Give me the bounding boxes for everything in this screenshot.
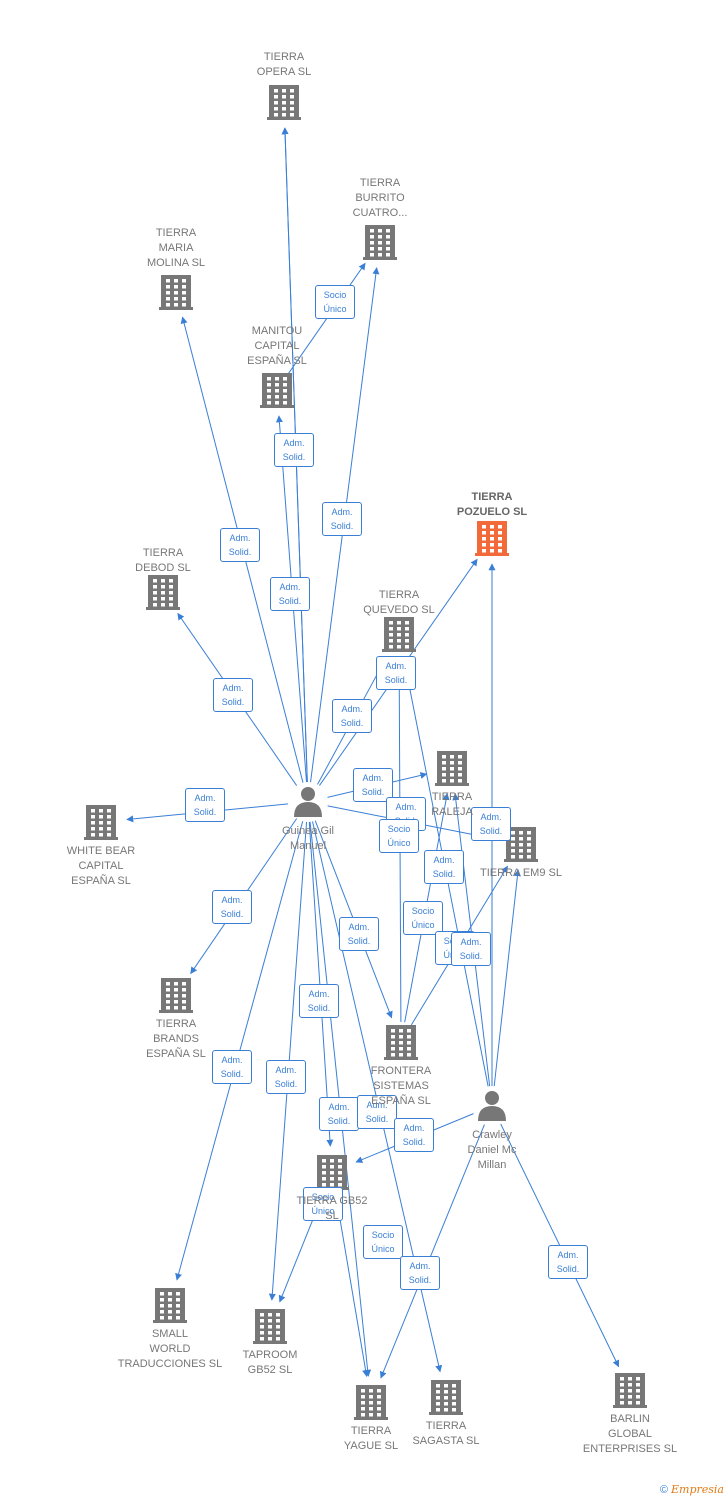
brand-logo[interactable]: Empresia [671, 1483, 724, 1496]
building-icon-frontera[interactable] [384, 1025, 418, 1060]
node-label-small[interactable]: SMALL WORLD TRADUCCIONES SL [117, 1328, 223, 1370]
node-label-maria[interactable]: TIERRA MARIA MOLINA SL [146, 227, 206, 269]
edge-label-guinea-small[interactable]: Adm. Solid. [212, 1050, 252, 1084]
node-label-gb52[interactable]: TIERRA GB52 SL [296, 1195, 368, 1222]
edge-crawley-em9 [493, 869, 521, 1087]
building-icon-opera[interactable] [267, 85, 301, 120]
edge-label-crawley-gb52[interactable]: Adm. Solid. [394, 1118, 434, 1152]
edge-label-guinea-quevedo[interactable]: Adm. Solid. [332, 699, 372, 733]
edge-label-crawley-quevedo[interactable]: Adm. Solid. [424, 850, 464, 884]
node-label-brands[interactable]: TIERRA BRANDS ESPAÑA SL [146, 1018, 206, 1060]
node-label-barlin[interactable]: BARLIN GLOBAL ENTERPRISES SL [582, 1413, 678, 1455]
edge-label-frontera-raleja[interactable]: Socio Único [403, 901, 443, 935]
person-icon-crawley[interactable] [478, 1091, 506, 1121]
edge-label-guinea-manitou[interactable]: Adm. Solid. [274, 433, 314, 467]
edge-label-gb52-yague[interactable]: Socio Único [363, 1225, 403, 1259]
building-icon-raleja[interactable] [435, 751, 469, 786]
node-label-em9[interactable]: TIERRA EM9 SL [480, 867, 562, 879]
building-icon-gb52[interactable] [315, 1155, 349, 1190]
edge-label-guinea-yague[interactable]: Adm. Solid. [319, 1097, 359, 1131]
edge-label-guinea-pozuelo[interactable]: Adm. Solid. [376, 656, 416, 690]
edge-label-crawley-yague[interactable]: Adm. Solid. [400, 1256, 440, 1290]
building-icon-em9[interactable] [504, 827, 538, 862]
building-icon-brands[interactable] [159, 978, 193, 1013]
edges-layer [126, 127, 620, 1379]
footer: © Empresia [660, 1483, 724, 1496]
copyright-symbol: © [659, 1484, 668, 1496]
building-icon-whitebear[interactable] [84, 805, 118, 840]
edge-label-crawley-raleja[interactable]: Adm. Solid. [451, 932, 491, 966]
node-label-whitebear[interactable]: WHITE BEAR CAPITAL ESPAÑA SL [66, 845, 136, 887]
edge-label-guinea-debod[interactable]: Adm. Solid. [213, 678, 253, 712]
edge-label-guinea-brands[interactable]: Adm. Solid. [212, 890, 252, 924]
edge-label-guinea-burrito[interactable]: Adm. Solid. [322, 502, 362, 536]
building-icon-barlin[interactable] [613, 1373, 647, 1408]
node-label-crawley[interactable]: Crawley Daniel Mc Millan [467, 1129, 517, 1171]
edge-label-crawley-barlin[interactable]: Adm. Solid. [548, 1245, 588, 1279]
edge-label-guinea-taproom[interactable]: Adm. Solid. [266, 1060, 306, 1094]
edge-crawley-yague [379, 1124, 485, 1379]
building-icon-debod[interactable] [146, 575, 180, 610]
building-icon-taproom[interactable] [253, 1309, 287, 1344]
building-icon-pozuelo[interactable] [475, 521, 509, 556]
edge-label-guinea-whitebear[interactable]: Adm. Solid. [185, 788, 225, 822]
node-label-frontera[interactable]: FRONTERA SISTEMAS ESPAÑA SL [370, 1065, 432, 1107]
building-icon-manitou[interactable] [260, 373, 294, 408]
building-icon-quevedo[interactable] [382, 617, 416, 652]
node-label-debod[interactable]: TIERRA DEBOD SL [135, 547, 191, 574]
node-label-sagasta[interactable]: TIERRA SAGASTA SL [412, 1420, 480, 1447]
node-label-manitou[interactable]: MANITOU CAPITAL ESPAÑA SL [247, 325, 307, 367]
node-label-burrito[interactable]: TIERRA BURRITO CUATRO... [352, 177, 408, 219]
building-icon-maria[interactable] [159, 275, 193, 310]
node-label-opera[interactable]: TIERRA OPERA SL [256, 51, 312, 78]
node-label-taproom[interactable]: TAPROOM GB52 SL [242, 1349, 298, 1376]
node-label-yague[interactable]: TIERRA YAGUE SL [343, 1425, 399, 1452]
node-label-quevedo[interactable]: TIERRA QUEVEDO SL [363, 589, 435, 616]
building-icon-small[interactable] [153, 1288, 187, 1323]
edge-label-guinea-frontera[interactable]: Adm. Solid. [339, 917, 379, 951]
edge-label-manitou-burrito[interactable]: Socio Único [315, 285, 355, 319]
edge-label-guinea-gb52[interactable]: Adm. Solid. [299, 984, 339, 1018]
edge-gb52-yague [334, 1191, 370, 1378]
edge-label-frontera-quevedo[interactable]: Socio Único [379, 819, 419, 853]
edge-label-crawley-em9[interactable]: Adm. Solid. [357, 1095, 397, 1129]
building-icon-yague[interactable] [354, 1385, 388, 1420]
person-icon-guinea[interactable] [294, 787, 322, 817]
edge-label-crawley-pozuelo[interactable]: Adm. Solid. [471, 807, 511, 841]
edge-label-gb52-taproom[interactable]: Socio Único [303, 1187, 343, 1221]
edge-label-guinea-opera[interactable]: Adm. Solid. [270, 577, 310, 611]
nodes-layer [84, 85, 647, 1420]
node-label-raleja[interactable]: TIERRA RALEJA [431, 791, 473, 818]
building-icon-sagasta[interactable] [429, 1380, 463, 1415]
edge-label-guinea-raleja[interactable]: Adm. Solid. [353, 768, 393, 802]
node-label-pozuelo[interactable]: TIERRA POZUELO SL [456, 491, 528, 518]
edge-label-guinea-maria[interactable]: Adm. Solid. [220, 528, 260, 562]
building-icon-burrito[interactable] [363, 225, 397, 260]
node-label-guinea[interactable]: Guinea Gil Manuel [282, 825, 334, 852]
